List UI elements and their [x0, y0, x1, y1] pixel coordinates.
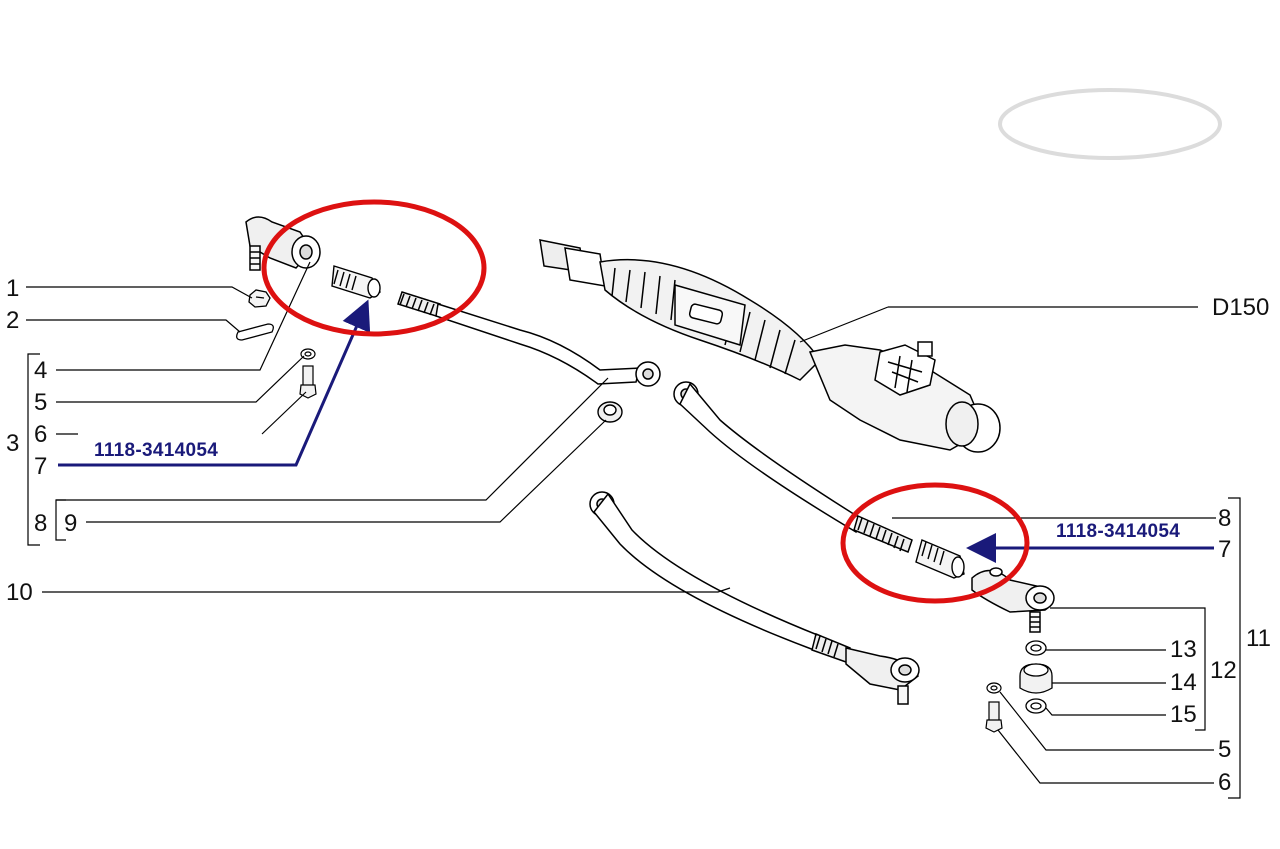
- steering-rack: [539, 239, 1001, 453]
- rubber-bushing: [597, 401, 623, 423]
- callout-15: 15: [1170, 701, 1197, 728]
- part-number-left: 1118-3414054: [94, 440, 219, 461]
- callout-1: 1: [6, 275, 20, 302]
- callout-4: 4: [34, 357, 48, 384]
- lower-tie-rod: [589, 491, 920, 705]
- callout-11: 11: [1246, 625, 1271, 652]
- left-washer: [300, 348, 316, 360]
- right-long-rod: [673, 381, 913, 553]
- leader-d150: [799, 306, 889, 343]
- callout-right-6: 6: [1218, 769, 1232, 796]
- left-bolt: [299, 365, 317, 399]
- highlight-circle-left: [261, 199, 487, 337]
- part-number-arrows: [58, 299, 1214, 563]
- highlight-circle-right: [840, 482, 1030, 604]
- right-washer: [986, 682, 1002, 694]
- callout-9: 9: [64, 510, 78, 537]
- callout-14: 14: [1170, 669, 1197, 696]
- right-adjusting-sleeve: [915, 539, 965, 579]
- ring-15: [1025, 698, 1047, 714]
- callout-12: 12: [1210, 657, 1237, 684]
- right-callout-leaders: [892, 497, 1241, 799]
- callout-2: 2: [6, 307, 20, 334]
- bushing-14: [1019, 663, 1053, 694]
- callout-right-8: 8: [1218, 505, 1232, 532]
- callout-6: 6: [34, 421, 48, 448]
- ring-13: [1025, 640, 1047, 656]
- top-right-ellipse: [998, 88, 1222, 160]
- cotter-pin: [236, 323, 274, 341]
- reference-d150: D150: [1212, 294, 1270, 321]
- castle-nut: [248, 289, 271, 308]
- callout-7: 7: [34, 453, 48, 480]
- callout-right-5: 5: [1218, 736, 1232, 763]
- part-number-right: 1118-3414054: [1056, 521, 1181, 542]
- callout-3: 3: [6, 430, 20, 457]
- callout-10: 10: [6, 579, 33, 606]
- left-arrow: [58, 299, 371, 467]
- callout-right-7: 7: [1218, 536, 1232, 563]
- right-tie-rod-end: [971, 567, 1055, 633]
- right-bolt: [985, 701, 1003, 733]
- left-rod-link: [397, 291, 661, 387]
- callout-13: 13: [1170, 636, 1197, 663]
- callout-8: 8: [34, 510, 48, 537]
- left-callout-leaders: [26, 261, 731, 593]
- left-tie-rod-end: [245, 216, 321, 271]
- callout-5: 5: [34, 389, 48, 416]
- left-adjusting-sleeve: [331, 265, 381, 299]
